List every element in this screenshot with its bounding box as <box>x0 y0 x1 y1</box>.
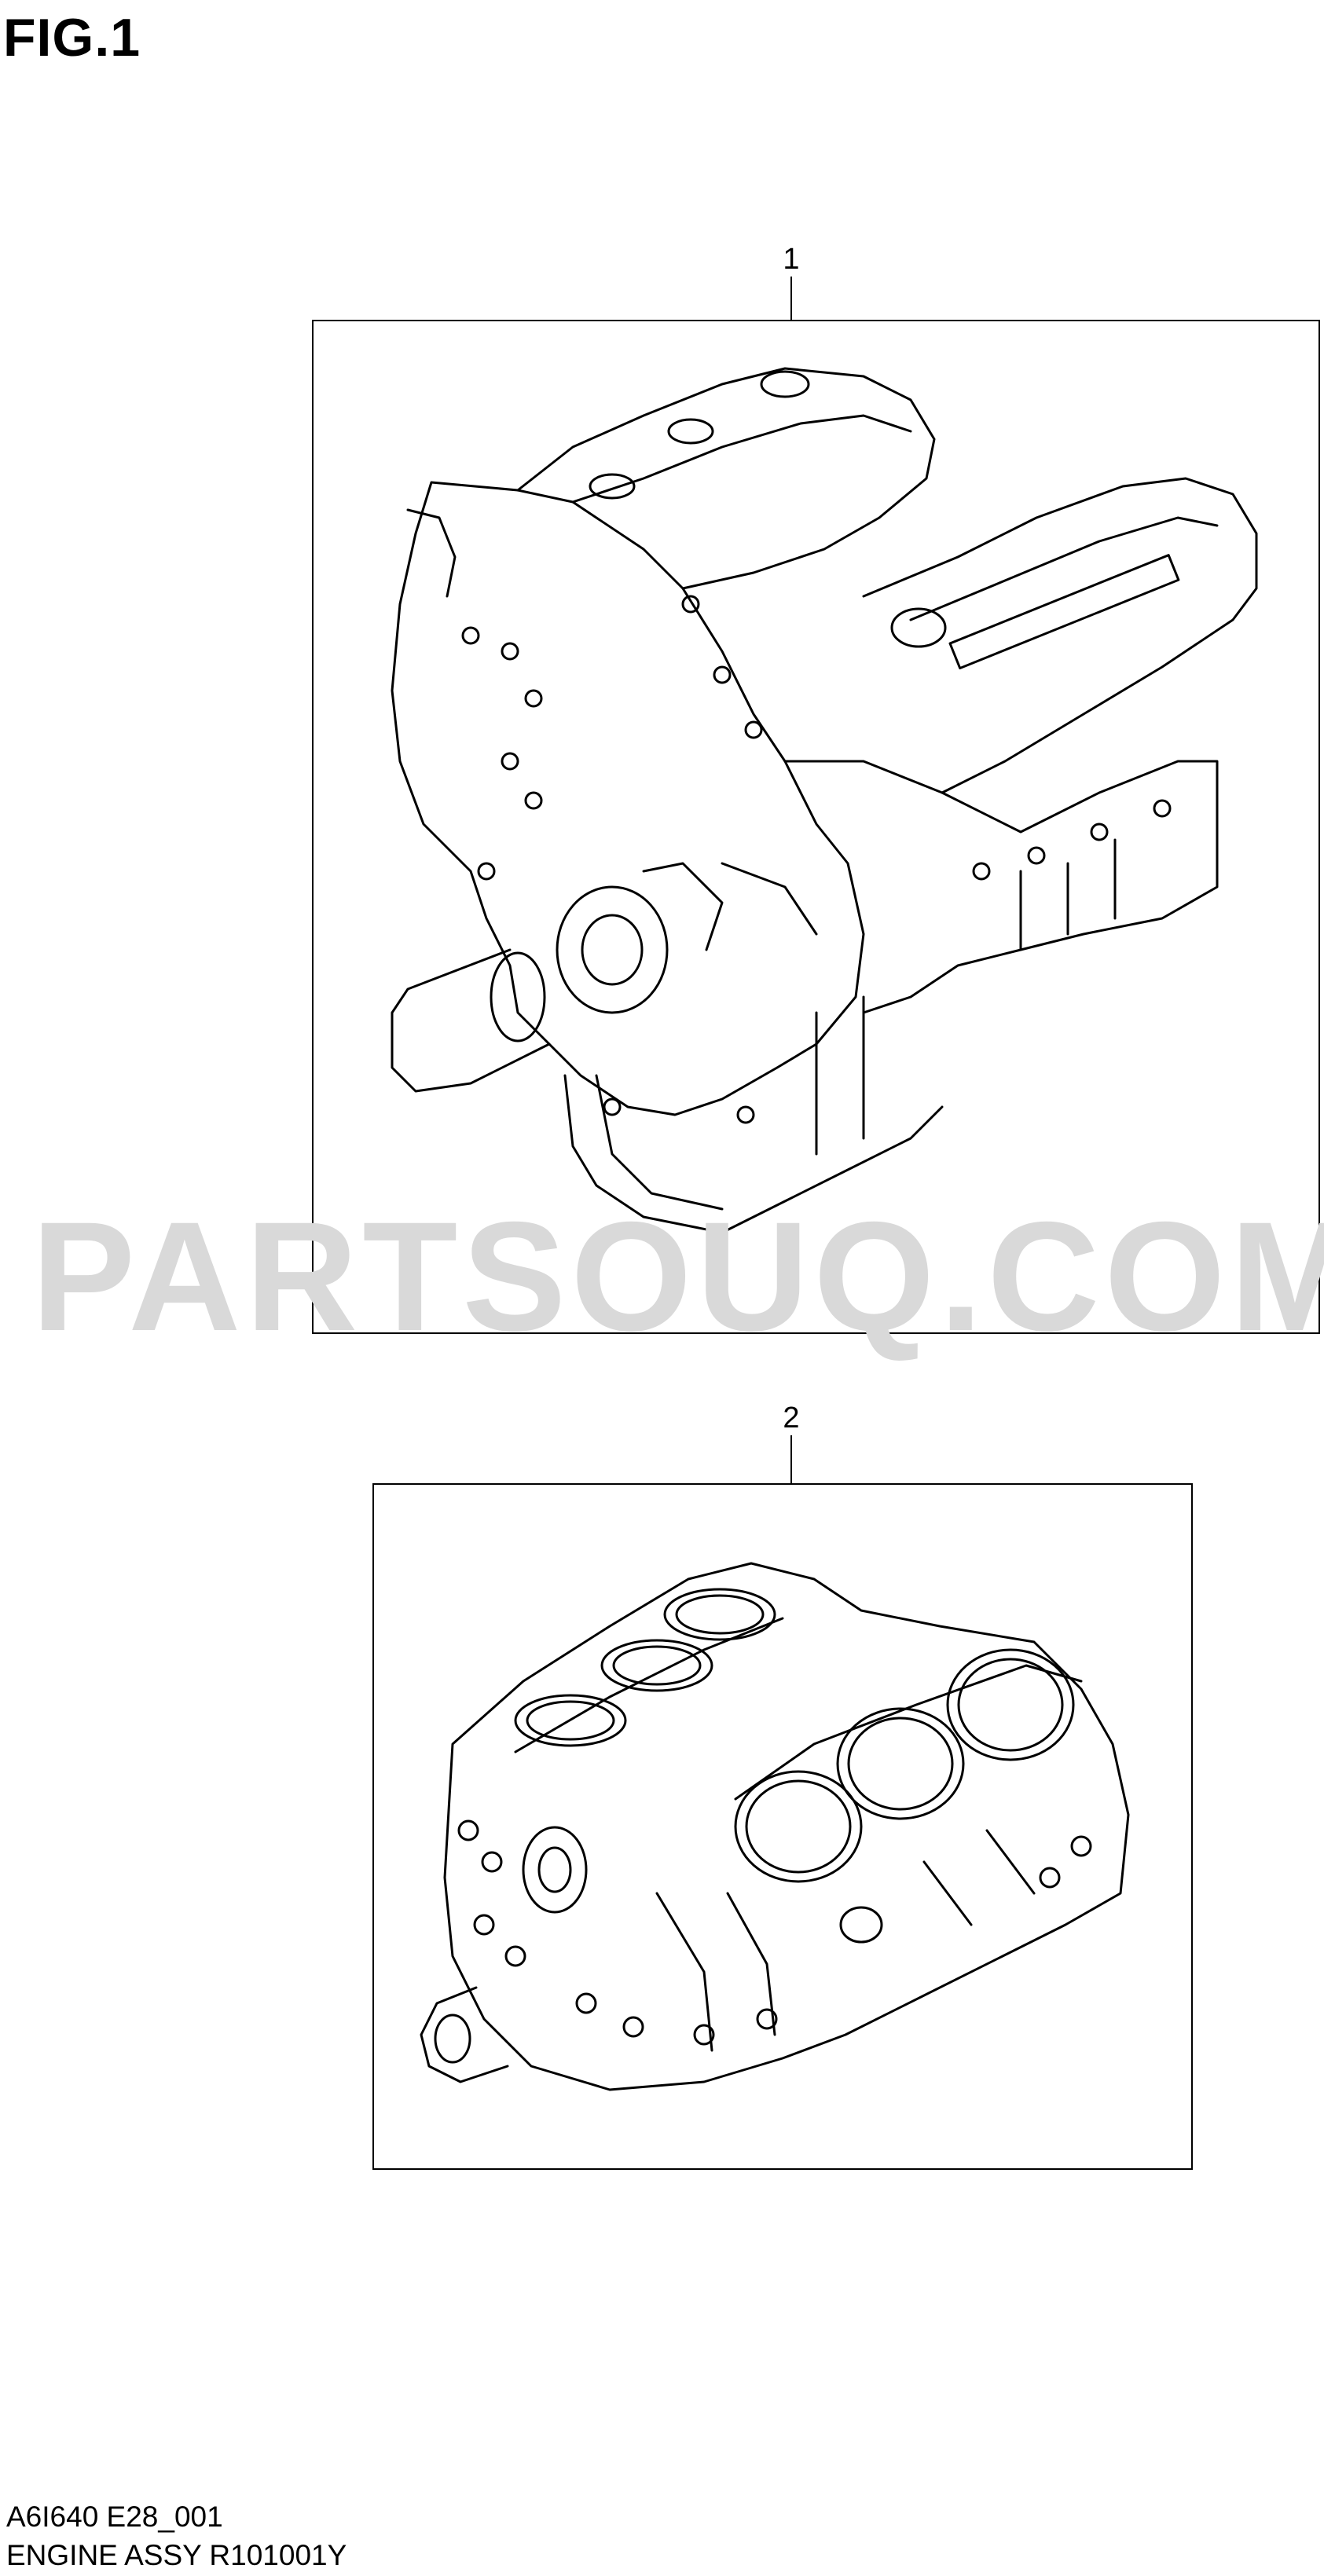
callout-number-2[interactable]: 2 <box>783 1402 800 1435</box>
drawing-code: A6I640 E28_001 <box>6 2501 223 2533</box>
callout-leader-1 <box>790 277 792 321</box>
assembly-description: ENGINE ASSY R101001Y <box>6 2539 347 2571</box>
engine-assembly-illustration <box>391 367 1258 1234</box>
callout-leader-2 <box>790 1435 792 1485</box>
part-1-frame[interactable] <box>312 320 1320 1334</box>
part-2-frame[interactable] <box>372 1483 1193 2170</box>
callout-number-1[interactable]: 1 <box>783 243 800 276</box>
cylinder-block-illustration <box>420 1562 1130 2091</box>
figure-title: FIG.1 <box>3 8 141 68</box>
